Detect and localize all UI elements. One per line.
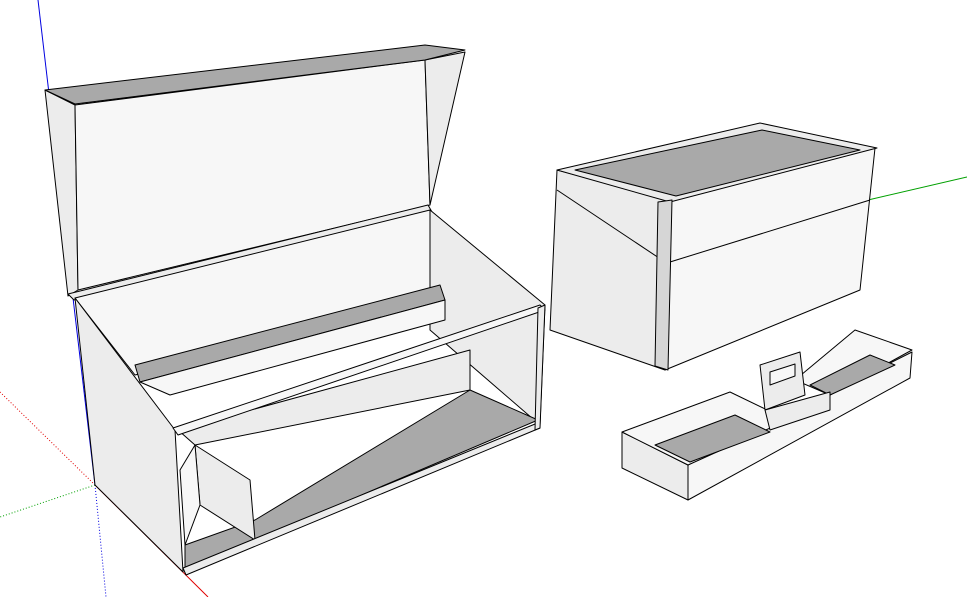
lid-right-side [424, 51, 466, 206]
blue-axis-negative [94, 484, 107, 598]
tool-tray[interactable] [621, 329, 913, 501]
chest-front-corner-post [654, 199, 673, 371]
chest-diagonal-edge [556, 189, 666, 263]
green-axis-negative [0, 484, 96, 518]
lid-top-rim [44, 44, 466, 105]
tray-right-floor [809, 354, 896, 396]
green-axis [867, 176, 967, 201]
shelf-front [139, 299, 446, 396]
divider-rail [177, 349, 471, 446]
chest-lid-seam [669, 199, 871, 263]
red-axis-negative [0, 391, 96, 486]
front-divider-left [179, 444, 201, 546]
open-chest[interactable] [44, 44, 546, 576]
tray-center-wall [764, 391, 831, 431]
left-side-panel [74, 297, 184, 573]
handle-slot [769, 363, 796, 386]
chest-front-face [549, 169, 671, 371]
lid-left-side [44, 89, 79, 297]
right-front-post [534, 304, 546, 431]
front-divider [194, 444, 256, 541]
closed-chest[interactable] [549, 122, 878, 371]
chest-top-panel [574, 129, 861, 197]
tray-left-floor [654, 414, 771, 463]
